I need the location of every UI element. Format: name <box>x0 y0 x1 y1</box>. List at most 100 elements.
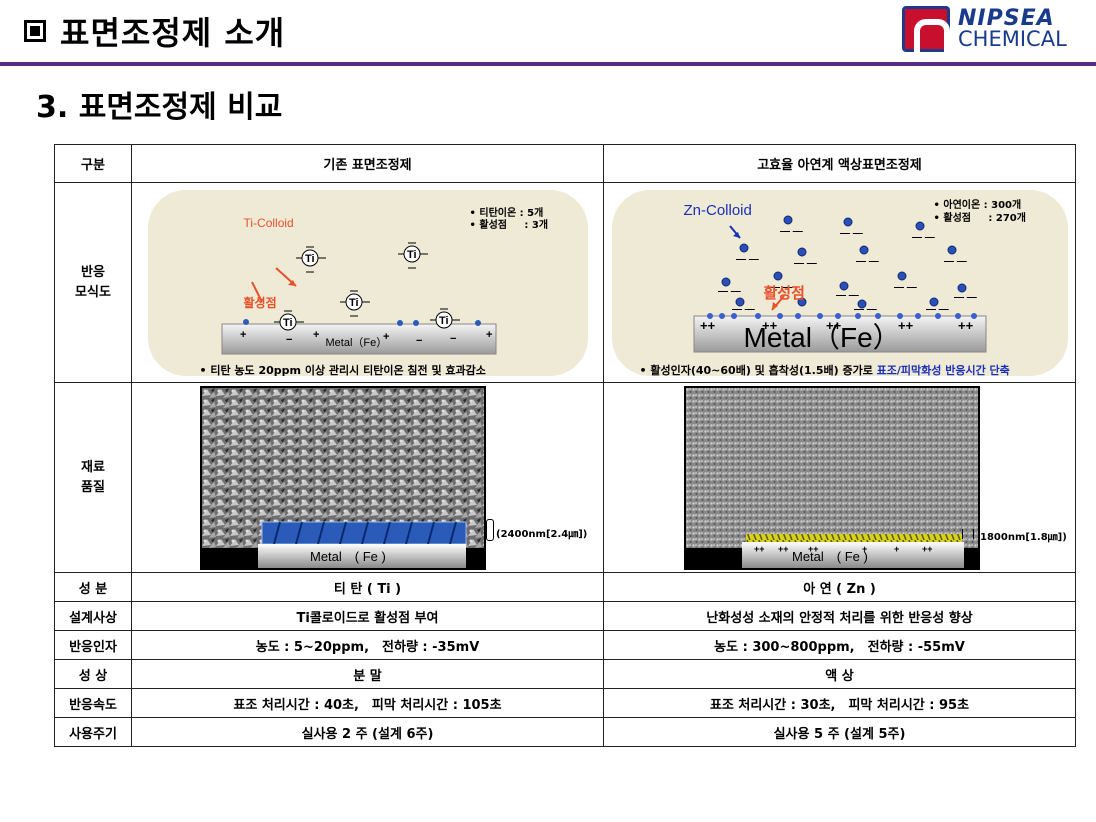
svg-text:++: ++ <box>826 318 842 333</box>
svg-text:++: ++ <box>898 318 914 333</box>
svg-text:Ti: Ti <box>349 297 359 309</box>
cell-conventional-design: Ti콜로이드로 활성점 부여 <box>131 601 604 631</box>
row-label-composition: 성 분 <box>54 572 132 602</box>
cell-zinc-form: 액 상 <box>603 659 1076 689</box>
logo-line2: CHEMICAL <box>958 27 1067 51</box>
svg-text:++: ++ <box>958 318 974 333</box>
svg-text:Ti: Ti <box>305 253 315 265</box>
svg-text:−: − <box>416 335 422 347</box>
ti-stats-ion: • 티탄이온 : 5개 <box>469 207 544 219</box>
cell-conventional-form: 분 말 <box>131 659 604 689</box>
ti-reaction-diagram: Ti Ti Ti Ti Ti ++−+−−+ Ti-Colloid • 티탄이온… <box>147 189 588 376</box>
row-label-design: 설계사상 <box>54 601 132 631</box>
svg-text:— —: — — <box>944 256 967 267</box>
section-subtitle: 3. 표면조정제 비교 <box>36 90 283 125</box>
header-zinc: 고효율 아연계 액상표면조정제 <box>603 144 1076 183</box>
cell-zinc-speed: 표조 처리시간 : 30초, 피막 처리시간 : 95초 <box>603 688 1076 718</box>
reaction-row: 반응 모식도 Ti Ti Ti Ti Ti <box>54 182 1076 383</box>
svg-text:Ti: Ti <box>439 315 449 327</box>
ti-sem-image: Metal ( Fe ) <box>200 385 486 570</box>
svg-text:++: ++ <box>762 318 778 333</box>
ti-active-label: 활성점 <box>243 295 277 310</box>
row-label-speed: 반응속도 <box>54 688 132 718</box>
svg-text:++: ++ <box>700 318 716 333</box>
ti-colloid-icon: Ti <box>295 246 326 272</box>
zn-caption: • 활성인자(40~60배) 및 흡착성(1.5배) 증가로 표조/피막화성 반… <box>640 362 1010 376</box>
zn-film-thickness: 1800nm[1.8㎛]) <box>980 531 1067 543</box>
ti-film-thickness: (2400nm[2.4㎛]) <box>496 528 588 540</box>
svg-text:— —: — — <box>854 304 877 315</box>
logo-line1: NIPSEA <box>958 6 1055 31</box>
conventional-diagram-cell: Ti Ti Ti Ti Ti ++−+−−+ Ti-Colloid • 티탄이온… <box>131 182 604 383</box>
zn-sem-image: ++++++++++ Metal ( Fe ) <box>684 385 980 570</box>
ti-colloid-label: Ti-Colloid <box>243 215 294 230</box>
page-title: 표면조정제 소개 <box>60 14 286 52</box>
material-row: 재료 품질 <box>54 382 1076 573</box>
ti-colloid-icon: Ti <box>429 308 460 328</box>
svg-text:Ti: Ti <box>407 249 417 261</box>
zn-active-label: 활성점 <box>763 283 805 302</box>
svg-text:— —: — — <box>770 282 793 293</box>
zn-stats-site: • 활성점 : 270개 <box>933 212 1026 224</box>
svg-text:+: + <box>383 331 389 343</box>
ti-caption: • 티탄 농도 20ppm 이상 관리시 티탄이온 침전 및 효과감소 <box>199 363 486 376</box>
svg-text:— —: — — <box>718 286 741 297</box>
svg-text:+: + <box>894 544 899 554</box>
cell-zinc-design: 난화성성 소재의 안정적 처리를 위한 반응성 향상 <box>603 601 1076 631</box>
ti-colloid-icon: Ti <box>397 242 428 268</box>
table-row: 반응속도 표조 처리시간 : 40초, 피막 처리시간 : 105초 표조 처리… <box>54 688 1076 718</box>
material-label: 재료 품질 <box>54 382 132 573</box>
reaction-label: 반응 모식도 <box>54 182 132 383</box>
table-row: 반응인자 농도 : 5~20ppm, 전하량 : -35mV 농도 : 300~… <box>54 630 1076 660</box>
header-category: 구분 <box>54 144 132 183</box>
svg-text:— —: — — <box>856 256 879 267</box>
zinc-micro-cell: ++++++++++ Metal ( Fe ) 1800nm[1.8㎛]) <box>603 382 1076 573</box>
cell-zinc-factor: 농도 : 300~800ppm, 전하량 : -55mV <box>603 630 1076 660</box>
svg-text:— —: — — <box>954 292 977 303</box>
zinc-diagram-cell: — — — — — — — — — — — — — — — — — — — — — — — — — … <box>603 182 1076 383</box>
table-row: 성 분 티 탄 ( Ti ) 아 연 ( Zn ) <box>54 572 1076 602</box>
svg-text:+: + <box>240 329 246 341</box>
svg-text:−: − <box>286 334 292 346</box>
table-row: 설계사상 Ti콜로이드로 활성점 부여 난화성성 소재의 안정적 처리를 위한 … <box>54 601 1076 631</box>
svg-text:— —: — — <box>736 254 759 265</box>
svg-text:++: ++ <box>778 544 789 554</box>
zn-stats-ion: • 아연이온 : 300개 <box>933 199 1022 211</box>
svg-text:++: ++ <box>922 544 933 554</box>
cell-zinc-cycle: 실사용 5 주 (설계 5주) <box>603 717 1076 747</box>
zn-caption-highlight: 표조/피막화성 반응시간 단축 <box>876 363 1010 376</box>
row-label-factor: 반응인자 <box>54 630 132 660</box>
svg-text:+: + <box>313 329 319 341</box>
ti-stats-site: • 활성점 : 3개 <box>469 219 549 231</box>
square-bullet-icon <box>24 20 46 42</box>
svg-text:++: ++ <box>808 544 819 554</box>
svg-text:— —: — — <box>894 282 917 293</box>
row-label-cycle: 사용주기 <box>54 717 132 747</box>
cell-conventional-cycle: 실사용 2 주 (설계 6주) <box>131 717 604 747</box>
header-rule <box>0 62 1096 66</box>
table-header-row: 구분 기존 표면조정제 고효율 아연계 액상표면조정제 <box>54 144 1076 183</box>
table-row: 성 상 분 말 액 상 <box>54 659 1076 689</box>
ti-colloid-icon: Ti <box>273 310 304 330</box>
zn-metal-label: Metal（Fe） <box>743 321 901 353</box>
conventional-micro-cell: Metal ( Fe ) (2400nm[2.4㎛]) <box>131 382 604 573</box>
svg-text:— —: — — <box>912 232 935 243</box>
ti-colloid-icon: Ti <box>339 290 370 316</box>
zn-colloid-label: Zn-Colloid <box>683 201 752 219</box>
svg-text:— —: — — <box>840 228 863 239</box>
svg-text:— —: — — <box>794 258 817 269</box>
svg-text:−: − <box>450 333 456 345</box>
svg-text:— —: — — <box>780 226 803 237</box>
cell-conventional-composition: 티 탄 ( Ti ) <box>131 572 604 602</box>
cell-conventional-factor: 농도 : 5~20ppm, 전하량 : -35mV <box>131 630 604 660</box>
ti-thickness-icon <box>486 518 494 541</box>
zn-sem-texture: ++++++++++ <box>686 387 978 568</box>
svg-text:— —: — — <box>732 304 755 315</box>
svg-text:— —: — — <box>836 290 859 301</box>
zn-reaction-diagram: — — — — — — — — — — — — — — — — — — — — — — — — — … <box>611 189 1068 376</box>
cell-zinc-composition: 아 연 ( Zn ) <box>603 572 1076 602</box>
svg-text:— —: — — <box>926 304 949 315</box>
zn-micro-metal-label: Metal ( Fe ) <box>792 548 868 564</box>
nipsea-logo: NIPSEA CHEMICAL <box>902 6 1082 53</box>
ti-sem-texture <box>202 387 484 568</box>
